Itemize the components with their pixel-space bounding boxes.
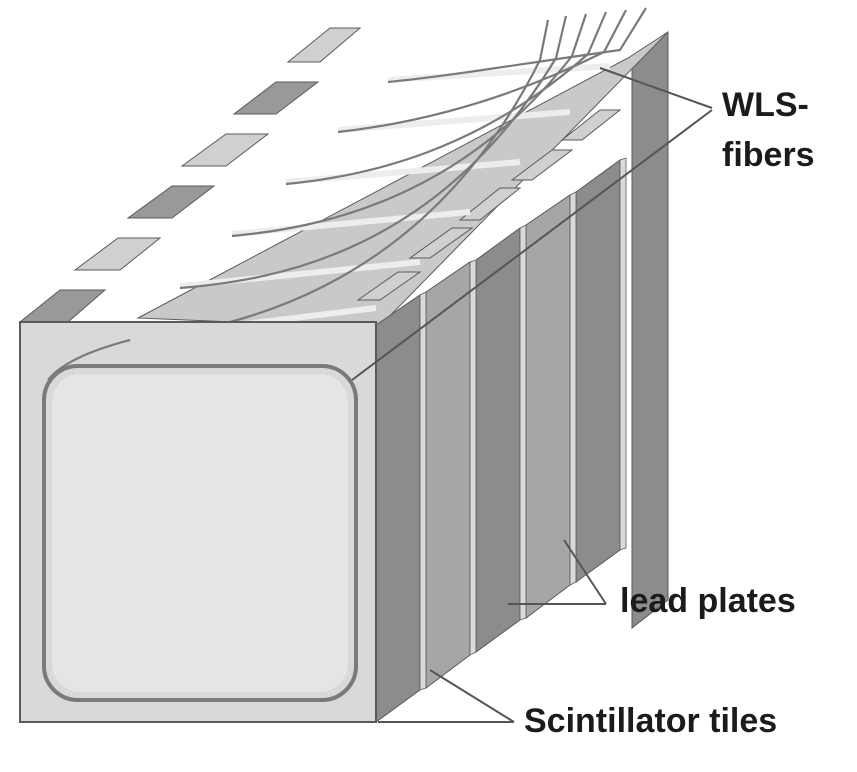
scintillator-tiles-label: Scintillator tiles — [524, 704, 777, 738]
wls-fibers-label-line1: WLS- — [722, 88, 809, 122]
tab — [128, 186, 214, 218]
side-layer — [576, 160, 620, 582]
wls-fibers-label-line2: fibers — [722, 138, 815, 172]
lead-plate-edge — [420, 292, 426, 690]
lead-plates-label: lead plates — [620, 584, 796, 618]
leader-scint-tiles-diag — [430, 670, 514, 722]
side-layer — [376, 295, 420, 722]
tab — [288, 28, 360, 62]
side-layer — [476, 228, 520, 652]
module-back-side — [632, 32, 668, 628]
tab — [234, 82, 318, 114]
tab — [20, 290, 105, 322]
tab — [182, 134, 268, 166]
lead-plate-edge — [620, 158, 626, 550]
side-layer — [526, 195, 570, 618]
lead-plate-edge — [470, 260, 476, 655]
front-inner-panel — [52, 374, 348, 692]
lead-plate-edge — [570, 192, 576, 585]
side-layer — [426, 262, 470, 688]
tab — [75, 238, 160, 270]
lead-plate-edge — [520, 225, 526, 620]
